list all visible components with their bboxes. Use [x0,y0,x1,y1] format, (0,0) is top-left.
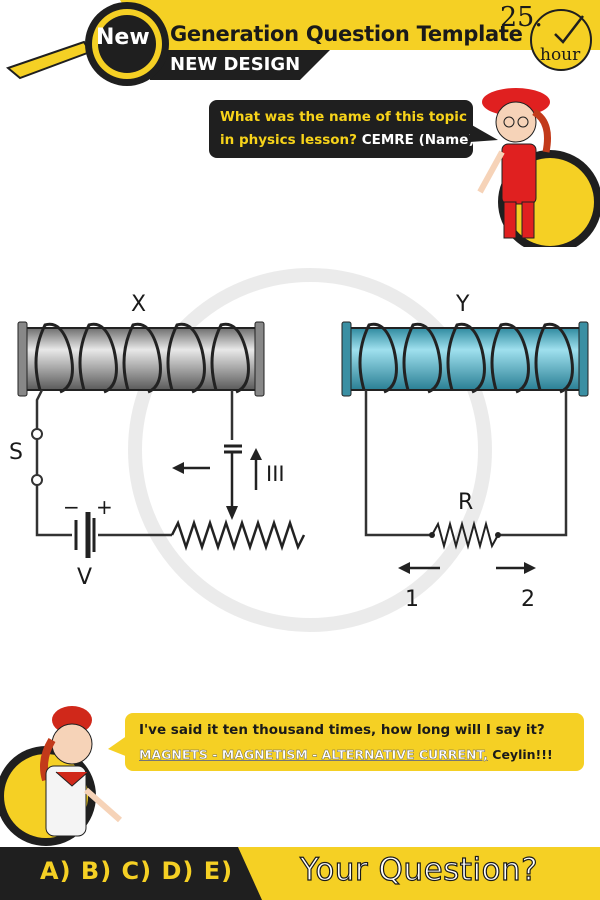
label-plus: + [96,495,113,519]
page-subtitle: NEW DESIGN [170,54,301,75]
rheostat [170,519,306,551]
resistor-r [431,520,499,550]
magnifier-icon [5,2,169,86]
answer-speech-bubble: I've said it ten thousand times, how lon… [125,713,584,771]
coil-x [17,321,265,397]
answer-options: A) B) C) D) E) [40,857,234,885]
answer-name: Ceylin!!! [492,747,553,762]
answer-line1: I've said it ten thousand times, how lon… [139,722,545,738]
label-v: V [77,565,93,590]
your-question-prompt: Your Question? [299,851,539,888]
girl-character-bottom-icon [0,706,122,846]
label-iii: III [266,462,285,486]
new-badge: New [96,25,150,50]
label-s: S [9,440,23,465]
circuit-y-wires [364,390,568,537]
circuit-diagram [17,268,589,632]
watermark-logo [128,268,492,632]
coil-y [341,321,589,397]
label-r: R [458,490,474,515]
switch-s [31,428,43,486]
label-1: 1 [405,587,419,612]
question-line1: What was the name of this topic [220,109,467,125]
footer-band [0,847,600,900]
label-x: X [131,292,147,317]
bubble-tail [470,124,498,142]
clock-number: 25. [500,2,543,33]
answer-topic: MAGNETS - MAGNETISM - ALTERNATIVE CURREN… [139,747,488,762]
question-name: CEMRE (Name) [361,132,475,148]
clock-unit: hour [540,45,581,65]
circuit-x-wires [35,389,234,537]
bubble-tail-2 [108,735,128,757]
girl-character-top-icon [477,88,600,247]
clock-icon [530,9,592,71]
question-line2: in physics lesson? [220,132,357,148]
header-band [120,0,600,80]
battery-v [74,512,96,558]
label-2: 2 [521,587,535,612]
label-minus: − [63,495,80,519]
label-y: Y [456,292,470,317]
page-title: Generation Question Template [170,22,523,46]
question-speech-bubble: What was the name of this topic in physi… [209,100,475,158]
slider-contact [224,444,242,454]
